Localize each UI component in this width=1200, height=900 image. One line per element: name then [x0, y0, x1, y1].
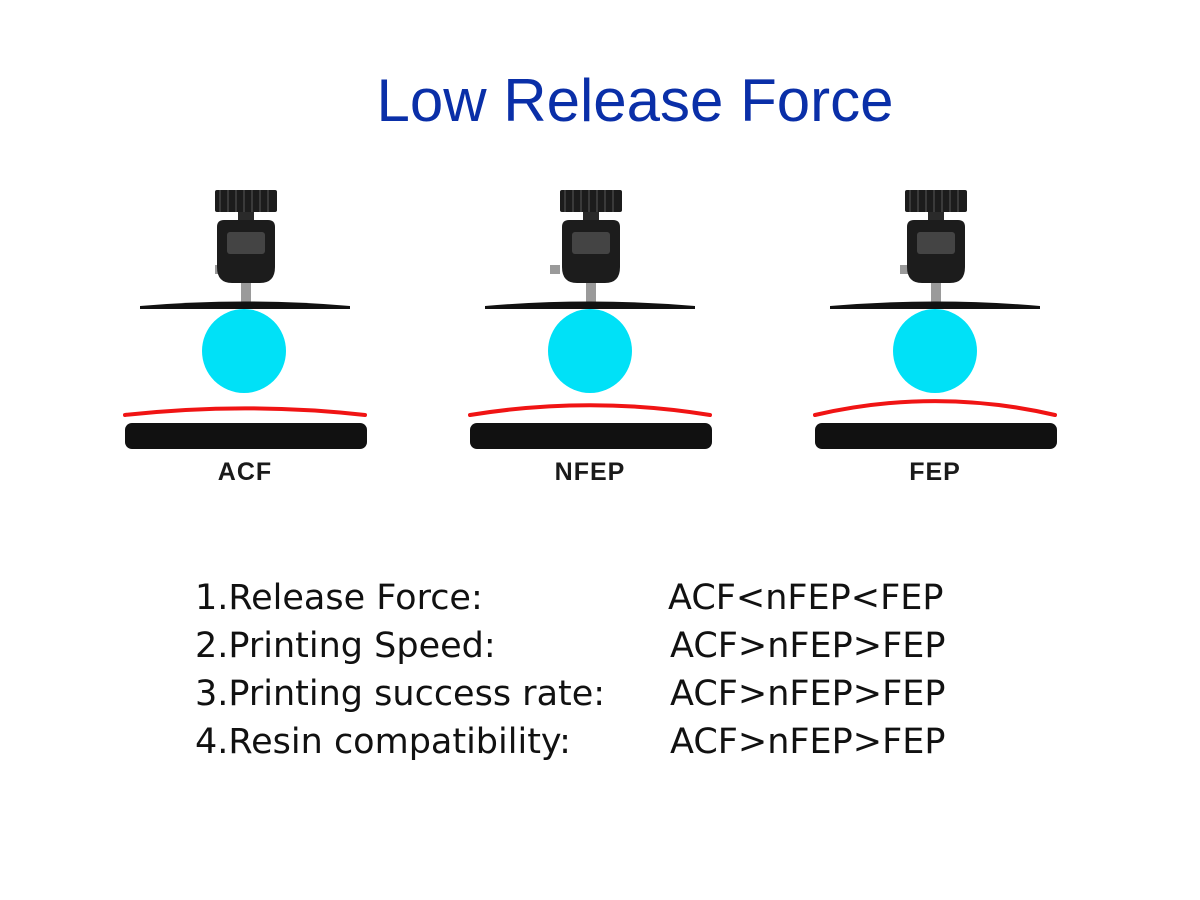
print-object-sphere [548, 309, 632, 393]
diagram-label-acf: ACF [217, 458, 273, 486]
comparison-row: 2.Printing Speed: ACF>nFEP>FEP [195, 622, 995, 670]
comparison-row: 3.Printing success rate: ACF>nFEP>FEP [195, 670, 995, 718]
build-platform-head-icon [485, 190, 695, 309]
release-force-diagram-svg [123, 190, 367, 449]
comparison-list: 1.Release Force: ACF<nFEP<FEP 2.Printing… [195, 574, 995, 766]
resin-vat-base [125, 423, 367, 449]
diagram-nfep: NFEP [465, 185, 715, 495]
build-platform-head-icon [140, 190, 350, 309]
page-title: Low Release Force [376, 67, 894, 134]
comparison-value: ACF<nFEP<FEP [668, 578, 944, 618]
comparison-value: ACF>nFEP>FEP [670, 674, 946, 714]
resin-vat-base [470, 423, 712, 449]
build-platform-head-icon [830, 190, 1040, 309]
diagram-fep: FEP [810, 185, 1060, 495]
release-force-diagram-svg [813, 190, 1057, 449]
release-film-curve [813, 399, 1057, 417]
diagram-acf: ACF [120, 185, 370, 495]
comparison-label: 3.Printing success rate: [195, 674, 606, 714]
print-object-sphere [893, 309, 977, 393]
comparison-value: ACF>nFEP>FEP [670, 722, 946, 762]
release-force-diagram-svg [468, 190, 712, 449]
comparison-label: 2.Printing Speed: [195, 626, 496, 666]
release-film-curve [468, 403, 712, 417]
diagram-label-nfep: NFEP [554, 458, 626, 486]
comparison-value: ACF>nFEP>FEP [670, 626, 946, 666]
comparison-label: 1.Release Force: [195, 578, 483, 618]
resin-vat-base [815, 423, 1057, 449]
comparison-row: 4.Resin compatibility: ACF>nFEP>FEP [195, 718, 995, 766]
diagram-label-fep: FEP [909, 458, 961, 486]
release-film-curve [123, 406, 367, 417]
comparison-label: 4.Resin compatibility: [195, 722, 571, 762]
comparison-row: 1.Release Force: ACF<nFEP<FEP [195, 574, 995, 622]
print-object-sphere [202, 309, 286, 393]
